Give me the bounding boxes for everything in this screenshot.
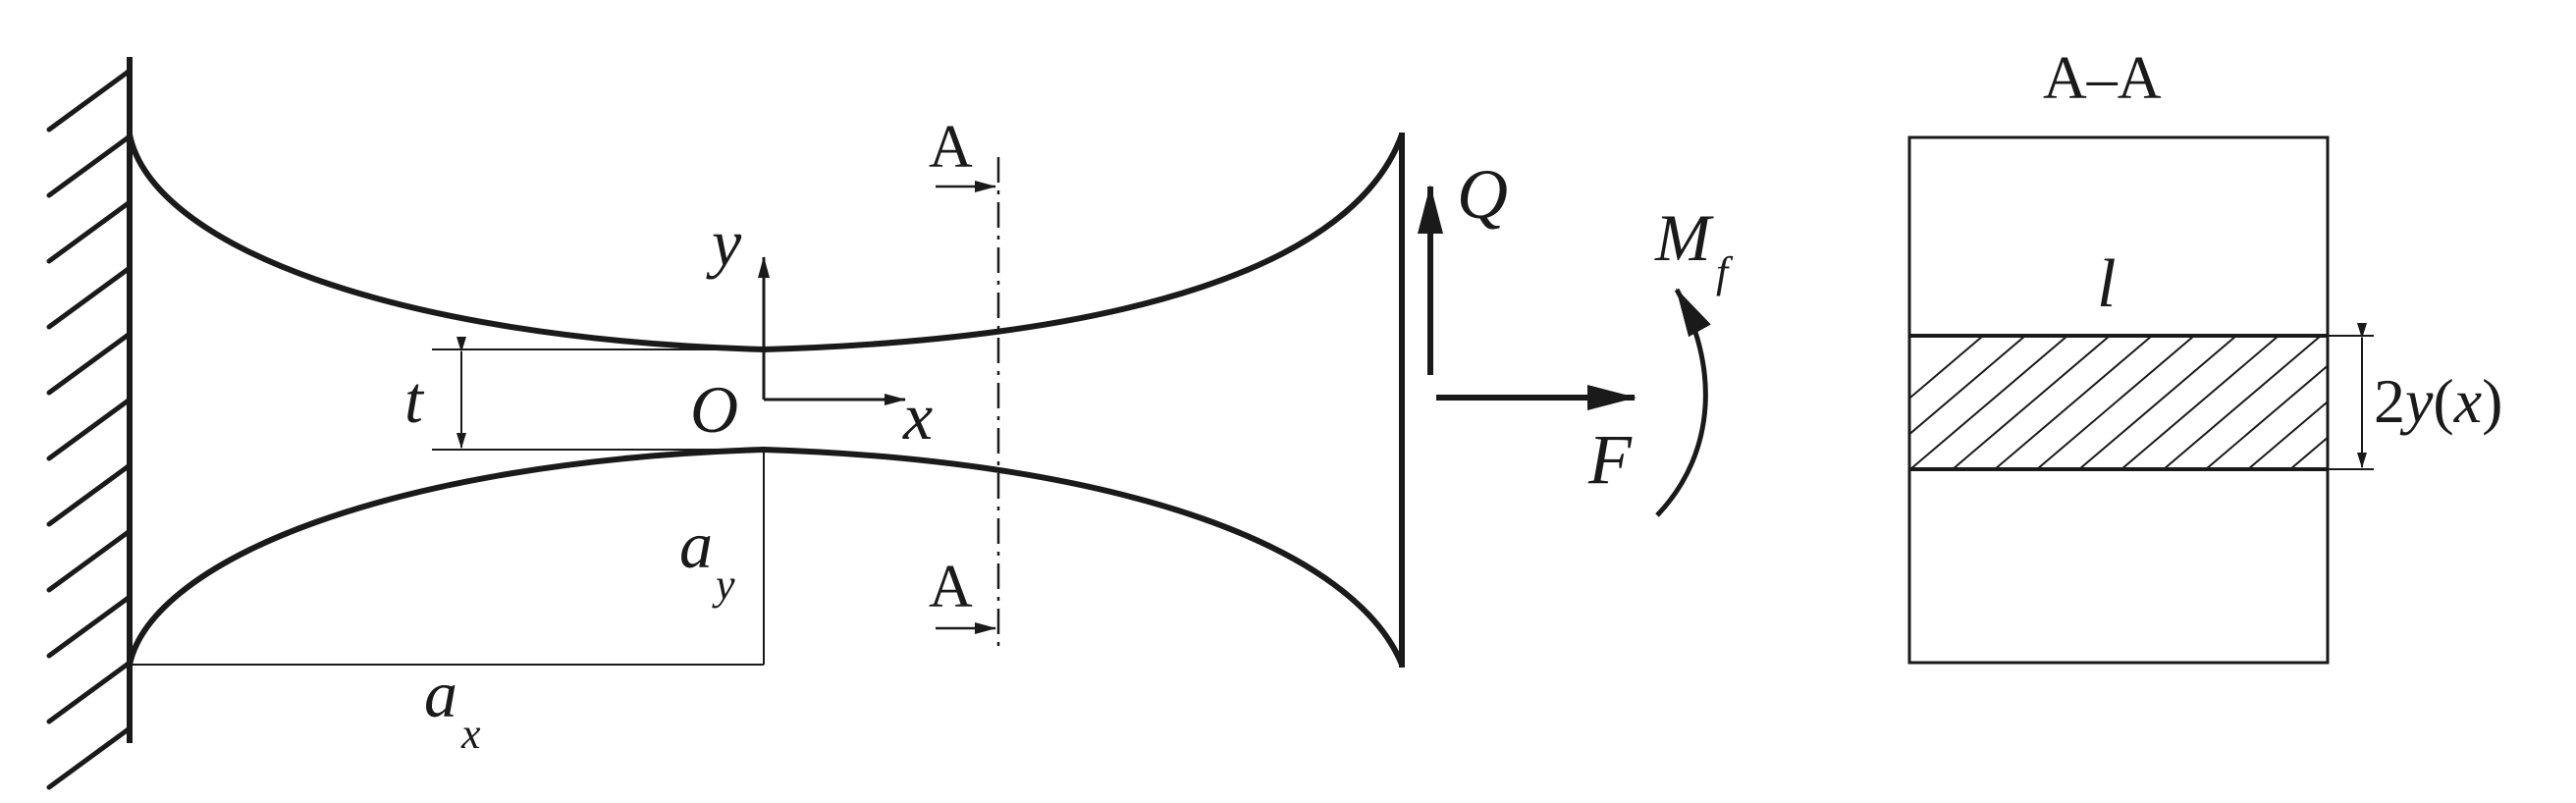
height-label-paren-open: ( [2433,366,2453,436]
section-label-bottom: A [929,554,973,620]
thickness-dimension [432,337,764,451]
shear-force-label: Q [1457,155,1508,234]
height-label-paren-close: ) [2482,366,2502,436]
ax-subscript: x [460,710,481,758]
height-label-coef: 2 [2374,366,2405,436]
section-title: A–A [2043,45,2162,112]
section-hatch-stroke [1994,336,2153,469]
y-axis-label: y [706,205,742,280]
beam-lower-edge [127,446,1405,667]
section-hatch-stroke [1909,336,2068,469]
ay-label: a [679,508,713,582]
wall-hatch-stroke [46,397,133,461]
section-hatch-stroke [2120,336,2280,469]
x-axis-label: x [902,379,933,454]
wall-hatch-stroke [46,68,133,133]
beam-upper-edge [127,133,1405,353]
moment-label: M [1654,200,1714,275]
ay-subscript: y [712,561,735,609]
section-hatch-stroke [2078,336,2237,469]
wall-hatch-stroke [46,660,133,724]
section-hatching [1909,336,2328,469]
wall-hatch-stroke [46,331,133,396]
wall-hatch-stroke [46,594,133,659]
section-hatch-stroke [1952,336,2111,469]
section-hatch-stroke [2036,336,2195,469]
axial-force-label: F [1587,420,1633,499]
ax-label: a [424,657,457,731]
beam-labels: A A y x O t a y a x Q F M f [404,114,1734,758]
wall-hatch-stroke [46,462,133,527]
section-hatch-stroke [1909,336,2026,436]
wall-hatch-stroke [46,265,133,330]
height-label-y: y [2399,366,2434,436]
fixed-wall [46,57,133,790]
section-hatch-stroke [2289,436,2328,469]
section-height-label: 2y(x) [2374,366,2502,436]
bending-moment-arrow [1655,288,1711,517]
wall-hatch-stroke [46,134,133,198]
a-dimensions [130,450,765,666]
height-label-x: x [2453,366,2482,436]
wall-hatch-stroke [46,725,133,790]
thickness-label: t [404,362,425,437]
moment-subscript: f [1716,248,1734,296]
section-label-top: A [929,114,973,181]
coordinate-axes [758,256,906,405]
origin-label: O [690,372,738,447]
section-hatch-stroke [2247,400,2328,469]
wall-hatch-stroke [46,199,133,264]
section-hatch-stroke [2205,364,2328,469]
section-width-label: l [2097,246,2116,322]
loads [1418,185,1711,517]
section-hatch-stroke [2163,336,2322,469]
section-hatch-stroke [1909,336,1984,401]
wall-hatch-stroke [46,528,133,593]
section-outline [1907,135,2330,665]
wall-hatching [46,68,133,790]
cross-section: A–A l 2y(x) [1907,45,2502,665]
section-cut [936,157,1000,646]
